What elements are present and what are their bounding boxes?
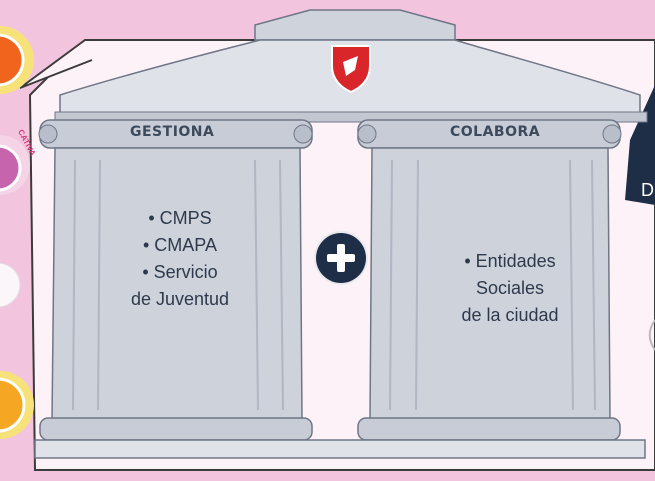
right-base (357, 417, 621, 441)
roof-top (254, 9, 456, 41)
speech-bubble-tail (19, 39, 93, 89)
left-volute-a (38, 124, 58, 144)
city-shield-emblem (343, 56, 358, 76)
left-circle-amber (0, 377, 26, 433)
gestiona-item: • Servicio (142, 262, 218, 282)
architrave (54, 111, 648, 123)
left-base (39, 417, 313, 441)
gestiona-list: • CMPS • CMAPA • Servicio de Juventud (95, 205, 265, 313)
colabora-item: de la ciudad (461, 305, 559, 325)
gestiona-item: de Juventud (130, 289, 230, 309)
colabora-heading: COLABORA (450, 124, 541, 140)
left-fluting (72, 159, 284, 411)
right-fluting (389, 159, 596, 411)
gestiona-heading: GESTIONA (130, 124, 215, 140)
colabora-item: • Entidades (464, 251, 556, 271)
gestiona-item: • CMAPA (143, 235, 217, 255)
right-volute-a (357, 124, 377, 144)
colabora-item: Sociales (475, 278, 545, 298)
gestiona-item: • CMPS (148, 208, 212, 228)
plus-icon (316, 233, 366, 283)
left-circle-white (0, 262, 21, 308)
right-letter: D (641, 180, 654, 200)
stylobate (34, 439, 646, 459)
colabora-list: • Entidades Sociales de la ciudad (420, 248, 600, 329)
right-volute-b (602, 124, 622, 144)
left-circle-orange (0, 33, 25, 87)
left-volute-b (293, 124, 313, 144)
right-arc (648, 319, 655, 351)
left-circle-purple (0, 144, 22, 192)
